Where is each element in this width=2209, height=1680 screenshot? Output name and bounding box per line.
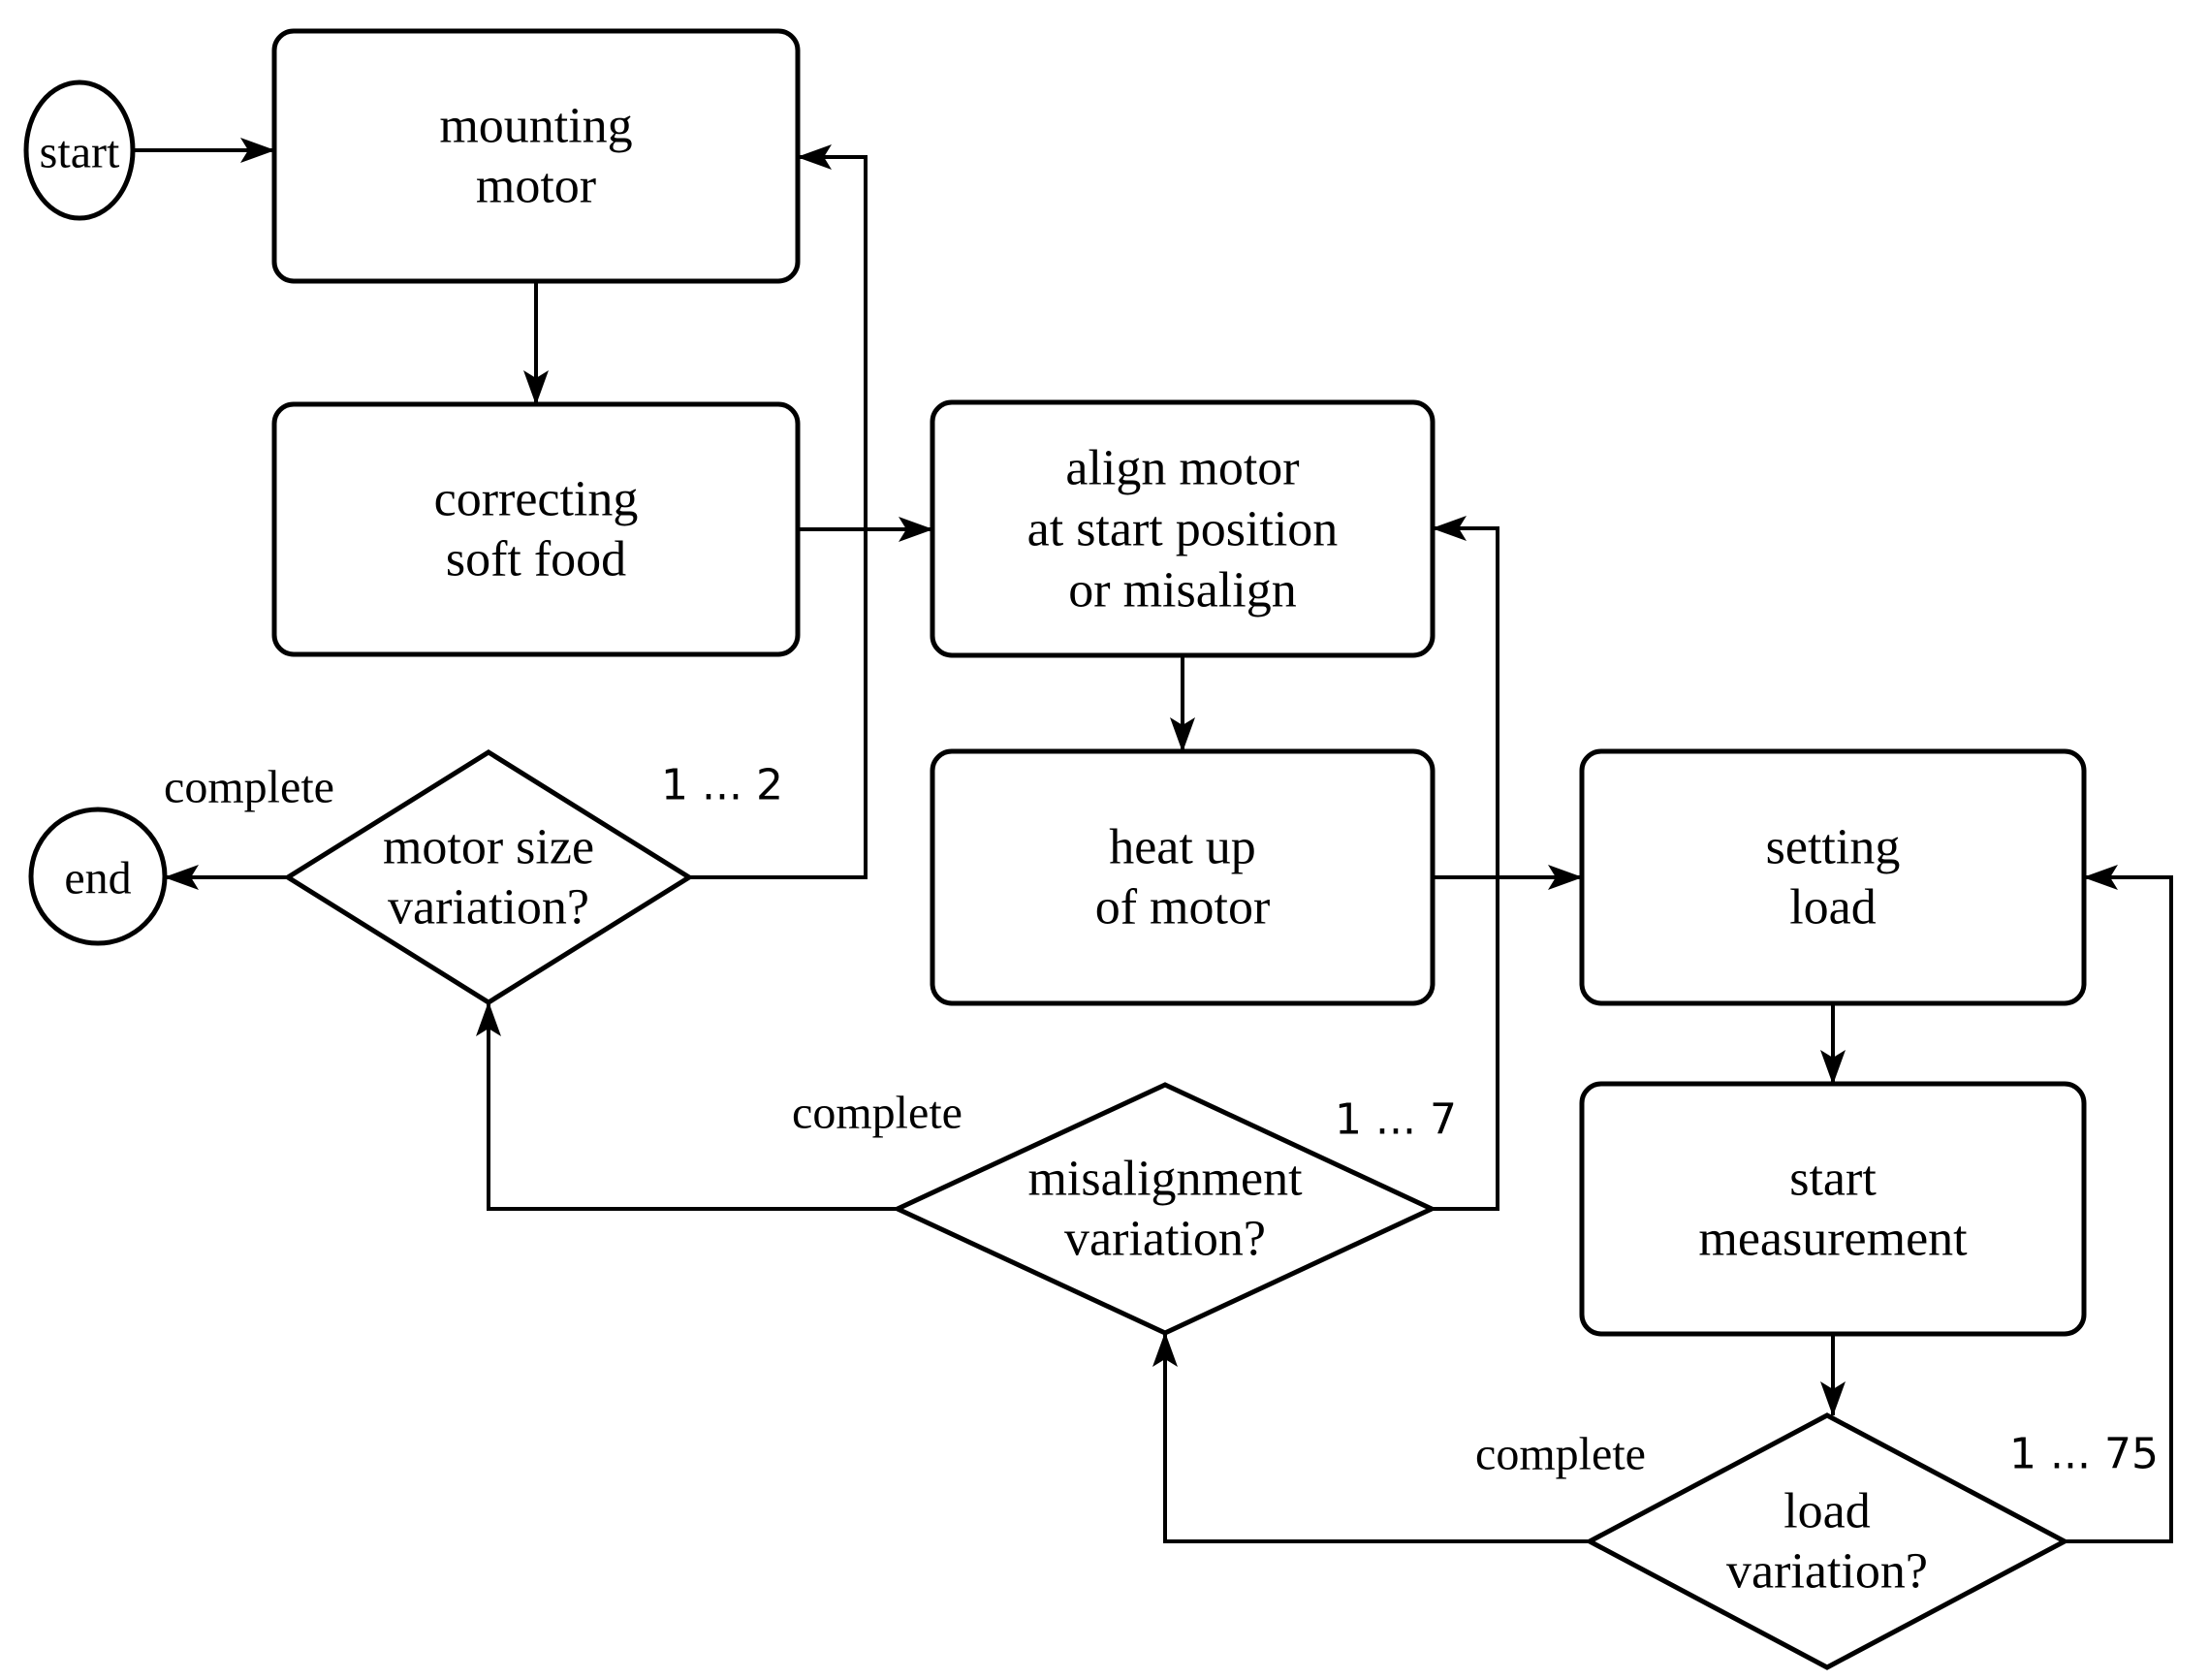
heat-up-box [930,748,1436,1006]
load-variation-diamond [1584,1412,2070,1670]
mounting-motor-box [271,28,801,284]
setting-load-line-2: load [1789,880,1877,935]
motor-size-variation-node: motor size variation? [283,749,694,1005]
mounting-motor-node: mounting motor [271,28,801,284]
start-ellipse [23,79,136,221]
end-node: end [28,807,168,946]
start-node: start [23,79,136,221]
correcting-soft-food-node: correcting soft food [271,401,801,657]
edge-label-load-loop: 1 ... 75 [2009,1430,2159,1479]
setting-load-box [1579,748,2087,1006]
align-motor-node: align motor at start position or misalig… [930,399,1436,658]
motor-size-variation-line-2: variation? [388,880,589,935]
mounting-motor-line-1: mounting [439,99,632,154]
load-variation-line-2: variation? [1726,1544,1928,1600]
load-variation-line-1: load [1783,1484,1871,1539]
end-circle [28,807,168,946]
edge-label-motor-size-loop: 1 ... 2 [661,761,783,810]
correcting-soft-food-line-1: correcting [434,472,639,527]
misalignment-variation-node: misalignment variation? [892,1082,1437,1336]
misalignment-variation-line-2: variation? [1064,1212,1266,1267]
motor-size-variation-line-1: motor size [383,820,594,875]
edge-label-load-complete: complete [1475,1429,1646,1480]
edge-load-variation-complete-to-misalignment [1152,1332,1590,1543]
start-label: start [40,127,120,178]
heat-up-line-1: heat up [1109,820,1256,875]
misalignment-variation-line-1: misalignment [1027,1152,1303,1207]
edge-load-variation-loop-to-setting-load [2065,865,2173,1543]
correcting-soft-food-box [271,401,801,657]
edge-label-misalignment-complete: complete [792,1088,962,1139]
edge-label-motor-size-complete: complete [164,762,334,813]
correcting-soft-food-line-2: soft food [446,532,626,587]
align-motor-line-3: or misalign [1068,563,1296,618]
start-measurement-line-2: measurement [1698,1212,1968,1267]
edge-label-misalignment-loop: 1 ... 7 [1335,1095,1457,1145]
start-measurement-node: start measurement [1579,1081,2087,1337]
align-motor-box [930,399,1436,658]
align-motor-line-2: at start position [1027,502,1339,557]
mounting-motor-line-2: motor [476,159,596,214]
heat-up-node: heat up of motor [930,748,1436,1006]
setting-load-line-1: setting [1766,820,1901,875]
edge-motor-size-loop-to-mounting [689,144,868,879]
start-measurement-box [1579,1081,2087,1337]
misalignment-variation-diamond [892,1082,1437,1336]
end-label: end [64,853,131,904]
edge-misalignment-complete-to-motor-size [476,1001,898,1211]
edge-misalignment-loop-to-align [1432,516,1499,1211]
load-variation-node: load variation? [1584,1412,2070,1670]
align-motor-line-1: align motor [1065,441,1299,496]
motor-size-variation-diamond [283,749,694,1005]
start-measurement-line-1: start [1789,1152,1877,1207]
heat-up-line-2: of motor [1095,880,1271,935]
setting-load-node: setting load [1579,748,2087,1006]
